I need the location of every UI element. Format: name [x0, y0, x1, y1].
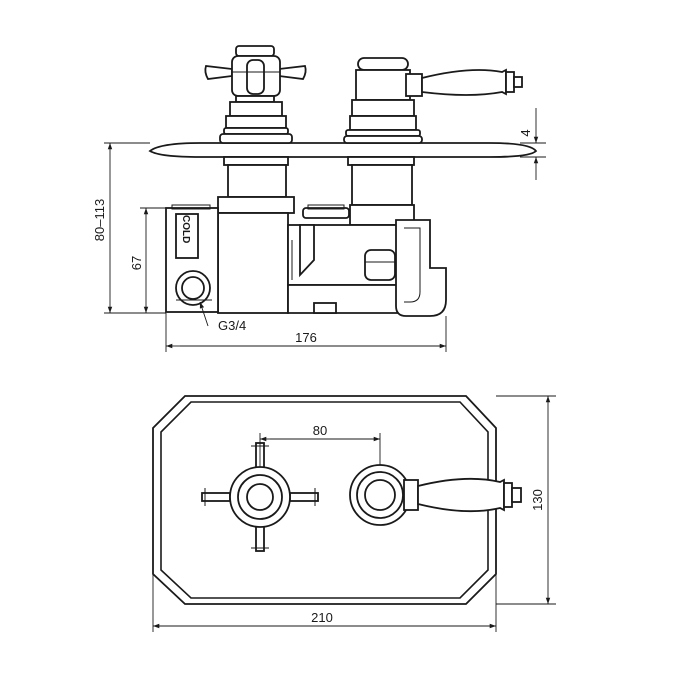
svg-text:80: 80: [313, 423, 327, 438]
dim-handle-spacing: 80: [259, 423, 381, 467]
svg-text:80–113: 80–113: [92, 199, 107, 241]
lever-handle-front: [349, 464, 522, 526]
valve-body: [217, 196, 447, 317]
lever-handle-side: [343, 57, 523, 144]
cross-handle-side: [204, 45, 307, 144]
side-view: COLD 4 80–113 67: [92, 45, 546, 352]
dim-body-height: 67: [129, 207, 166, 313]
svg-text:67: 67: [129, 256, 144, 270]
dim-plate-width: 210: [152, 574, 497, 632]
thread-callout: G3/4: [199, 301, 246, 333]
svg-text:G3/4: G3/4: [218, 318, 246, 333]
svg-text:4: 4: [518, 129, 533, 136]
dim-body-width: 176: [165, 313, 447, 352]
front-plate-outer: [152, 395, 497, 605]
wall-plate: [148, 142, 538, 158]
inlet-block: COLD: [165, 204, 219, 313]
front-view: 80 130 210: [152, 395, 556, 632]
svg-text:130: 130: [530, 489, 545, 511]
svg-text:176: 176: [295, 330, 317, 345]
dim-plate-height: 130: [496, 395, 556, 605]
cold-stamp: COLD: [180, 215, 191, 243]
front-plate-inner: [160, 401, 489, 599]
dim-projection-range: 80–113: [92, 142, 166, 314]
svg-text:210: 210: [311, 610, 333, 625]
dim-plate-offset: 4: [518, 108, 546, 180]
